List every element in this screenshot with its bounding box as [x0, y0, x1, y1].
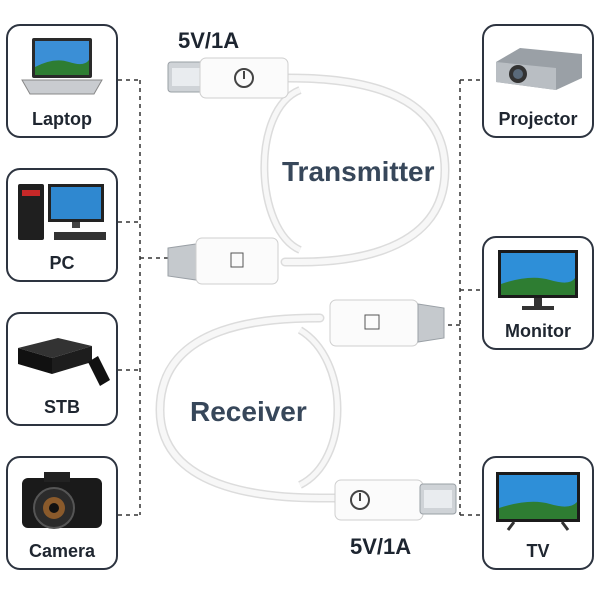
transmitter-usb-plug [167, 57, 289, 99]
source-camera: Camera [6, 456, 118, 570]
monitor-icon [498, 250, 578, 310]
display-monitor: Monitor [482, 236, 594, 350]
transmitter-cable [260, 73, 450, 267]
transmitter-hdmi-plug [167, 237, 279, 285]
source-pc: PC [6, 168, 118, 282]
display-projector: Projector [482, 24, 594, 138]
device-label: Laptop [32, 109, 92, 129]
transmitter-label: Transmitter [282, 156, 435, 187]
hdmi-icon [230, 252, 244, 268]
receiver-usb-plug [334, 479, 457, 521]
receiver-power-label: 5V/1A [350, 534, 412, 559]
device-label: Projector [498, 109, 578, 129]
desktop-pc-icon [18, 184, 106, 240]
device-label: STB [44, 397, 80, 417]
device-label: PC [49, 253, 75, 273]
device-label: Monitor [505, 321, 571, 341]
camera-icon [22, 472, 102, 529]
power-icon-2 [350, 490, 370, 510]
transmitter-power-label: 5V/1A [178, 28, 240, 53]
source-laptop: Laptop [6, 24, 118, 138]
source-link-lines [118, 79, 170, 516]
display-tv: TV [482, 456, 594, 570]
display-link-lines [440, 79, 482, 516]
projector-icon [496, 48, 582, 90]
hdmi-icon-2 [364, 314, 380, 330]
device-label: Camera [28, 541, 96, 561]
receiver-hdmi-plug [329, 299, 445, 347]
power-icon [234, 68, 254, 88]
tv-icon [496, 472, 580, 531]
receiver-label: Receiver [190, 396, 307, 427]
set-top-box-icon [18, 338, 110, 386]
source-stb: STB [6, 312, 118, 426]
receiver-cable [155, 313, 342, 503]
device-label: TV [526, 541, 550, 561]
laptop-icon [21, 38, 103, 95]
